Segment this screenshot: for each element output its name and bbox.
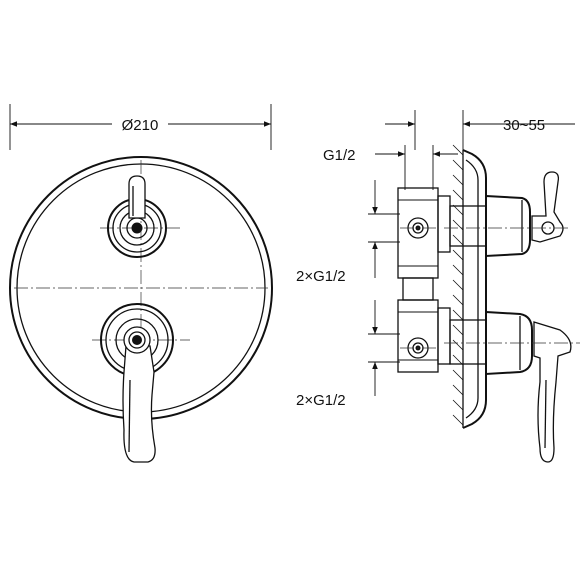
lower-connection-dimension: 2×G1/2	[296, 300, 400, 409]
wall-hatch	[452, 144, 464, 428]
diverter-knob-side	[444, 171, 568, 258]
mixer-knob	[100, 303, 174, 463]
side-view: 30~55 G1/2	[296, 110, 580, 463]
diameter-label: Ø210	[122, 117, 159, 134]
valve-body	[397, 187, 451, 373]
thread-label: G1/2	[323, 147, 356, 164]
diverter-knob	[107, 175, 167, 258]
diameter-dimension: Ø210	[9, 104, 272, 150]
plate-profile	[462, 149, 487, 429]
mixer-knob-side	[444, 310, 580, 463]
front-view: Ø210	[9, 104, 273, 463]
upper-connection-dimension: 2×G1/2	[296, 180, 400, 285]
upper-connection-label: 2×G1/2	[296, 268, 346, 285]
thread-dimension: G1/2	[323, 145, 458, 190]
depth-dimension: 30~55	[385, 110, 575, 150]
depth-label: 30~55	[503, 117, 545, 134]
lower-connection-label: 2×G1/2	[296, 392, 346, 409]
